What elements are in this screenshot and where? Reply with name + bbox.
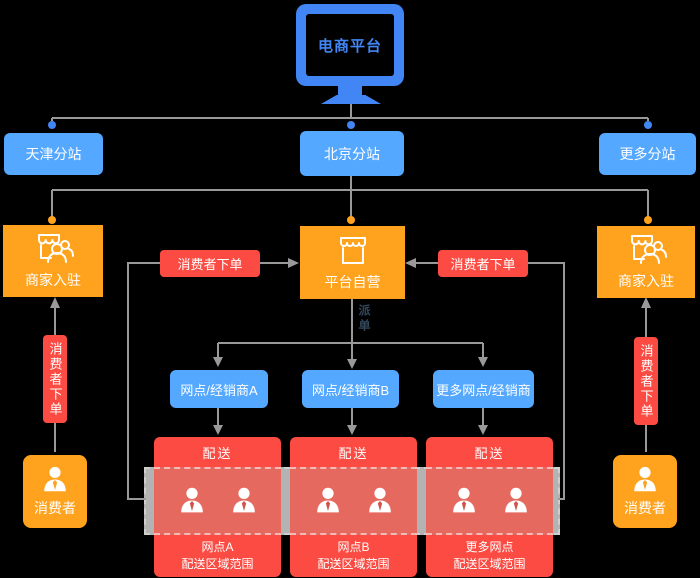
outlet-name: 更多网点 <box>465 540 514 554</box>
delivery-zone <box>426 467 553 535</box>
order-label-right: 消费者下单 <box>438 250 528 277</box>
delivery-header: 配送 <box>474 445 505 461</box>
merchant-label: 商家入驻 <box>618 273 674 289</box>
outlet-name: 网点A <box>201 540 234 554</box>
person-icon <box>634 466 656 491</box>
delivery-zone <box>290 467 417 535</box>
delivery-card-a: 配送 网点A 配送区域范围 <box>154 437 281 577</box>
branch-box-more: 更多分站 <box>599 133 696 175</box>
outlet-box-a: 网点/经销商A <box>170 370 268 408</box>
branch-label: 天津分站 <box>25 146 82 162</box>
area-range-label: 配送区域范围 <box>317 557 390 571</box>
consumer-box-left: 消费者 <box>23 455 87 528</box>
merchant-box-left: 商家入驻 <box>3 225 103 297</box>
platform-label: 平台自营 <box>324 273 381 290</box>
consumer-order-vlabel-left: 消费者下单 <box>43 335 67 423</box>
delivery-footer: 网点B 配送区域范围 <box>290 535 417 577</box>
storefront-people-icon <box>38 234 74 263</box>
order-label-text: 消费者下单 <box>450 257 516 272</box>
monitor-stand-base <box>321 95 381 104</box>
outlet-box-more: 更多网点/经销商 <box>433 370 534 408</box>
storefront-people-icon <box>631 235 667 264</box>
delivery-header: 配送 <box>202 445 233 461</box>
area-range-label: 配送区域范围 <box>181 557 254 571</box>
platform-box: 平台自营 <box>300 226 405 299</box>
area-range-label: 配送区域范围 <box>453 557 526 571</box>
consumer-box-right: 消费者 <box>613 455 677 528</box>
branch-label: 北京分站 <box>324 145 380 162</box>
root-title: 电商平台 <box>317 37 382 55</box>
delivery-footer: 网点A 配送区域范围 <box>154 535 281 577</box>
delivery-card-more: 配送 更多网点 配送区域范围 <box>426 437 553 577</box>
dispatch-label: 派单 <box>357 304 371 334</box>
order-label-text: 消费者下单 <box>177 257 243 272</box>
outlet-label: 网点/经销商B <box>311 382 390 398</box>
person-icon <box>452 487 475 513</box>
consumer-order-vlabel-right: 消费者下单 <box>634 337 658 425</box>
merchant-box-right: 商家入驻 <box>597 226 695 298</box>
person-icon <box>504 487 527 513</box>
delivery-footer: 更多网点 配送区域范围 <box>426 535 553 577</box>
person-icon <box>232 487 255 513</box>
order-label-left: 消费者下单 <box>160 250 260 277</box>
delivery-header: 配送 <box>338 445 369 461</box>
consumer-label: 消费者 <box>34 499 76 516</box>
person-icon <box>44 466 66 491</box>
branch-label: 更多分站 <box>619 146 676 162</box>
delivery-card-b: 配送 网点B 配送区域范围 <box>290 437 417 577</box>
platform-monitor-icon: 电商平台 <box>296 4 404 86</box>
branch-box-beijing: 北京分站 <box>300 131 404 176</box>
storefront-icon <box>339 236 366 264</box>
person-icon <box>316 487 339 513</box>
outlet-box-b: 网点/经销商B <box>302 370 399 408</box>
delivery-zone <box>154 467 281 535</box>
person-icon <box>180 487 203 513</box>
person-icon <box>368 487 391 513</box>
branch-box-tianjin: 天津分站 <box>4 133 103 175</box>
merchant-label: 商家入驻 <box>25 272 81 288</box>
outlet-label: 网点/经销商A <box>180 382 258 398</box>
outlet-name: 网点B <box>337 540 370 554</box>
monitor-screen: 电商平台 <box>306 14 394 76</box>
consumer-label: 消费者 <box>624 499 666 516</box>
outlet-label: 更多网点/经销商 <box>436 382 531 398</box>
monitor-stand-neck <box>338 86 362 95</box>
